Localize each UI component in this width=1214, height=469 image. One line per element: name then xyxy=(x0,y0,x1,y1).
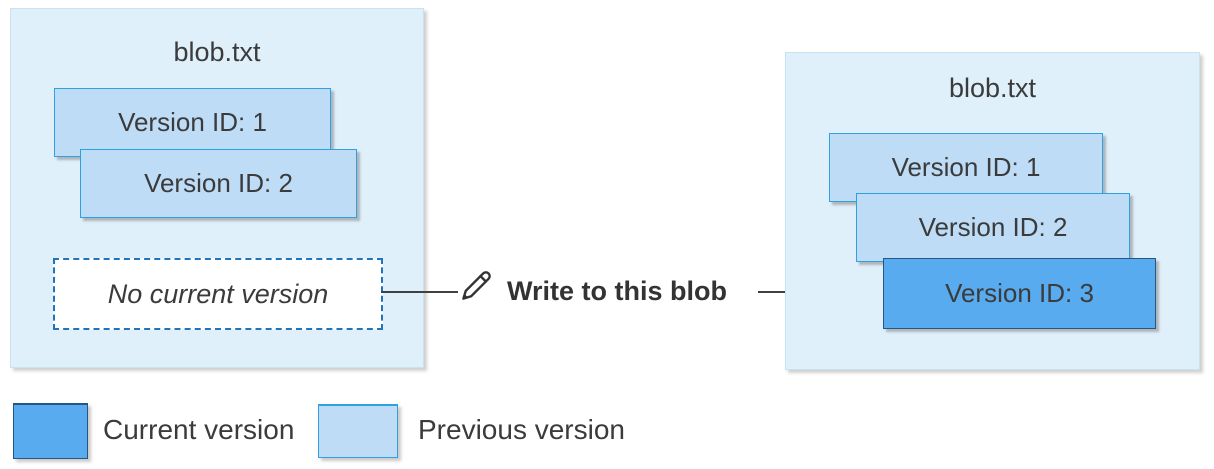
right-blob-title: blob.txt xyxy=(948,73,1037,103)
right-version-3-label: Version ID: 3 xyxy=(945,278,1094,308)
right-version-3-card: Version ID: 3 xyxy=(883,258,1156,329)
no-current-version-box: No current version xyxy=(53,258,383,330)
right-version-2-label: Version ID: 2 xyxy=(918,212,1068,242)
left-version-2-label: Version ID: 2 xyxy=(144,168,293,198)
legend-current-label: Current version xyxy=(103,414,295,445)
left-version-1-label: Version ID: 1 xyxy=(118,107,267,137)
left-version-1-card: Version ID: 1 xyxy=(54,88,331,157)
left-blob-title: blob.txt xyxy=(173,37,261,67)
no-current-version-label: No current version xyxy=(107,278,329,309)
legend-previous-label: Previous version xyxy=(418,414,625,445)
right-version-1-label: Version ID: 1 xyxy=(891,152,1041,182)
left-blob-container: blob.txt Version ID: 1 Version ID: 2 No … xyxy=(10,8,424,368)
legend-previous-swatch xyxy=(318,404,398,458)
right-version-1-card: Version ID: 1 xyxy=(829,133,1103,202)
write-action-label: Write to this blob xyxy=(507,276,727,306)
connector-line-left xyxy=(381,291,458,293)
right-version-2-card: Version ID: 2 xyxy=(856,193,1130,262)
pencil-icon xyxy=(458,266,496,304)
right-blob-container: blob.txt Version ID: 1 Version ID: 2 Ver… xyxy=(785,52,1200,370)
left-version-2-card: Version ID: 2 xyxy=(80,149,357,218)
legend-current-swatch xyxy=(13,403,88,459)
